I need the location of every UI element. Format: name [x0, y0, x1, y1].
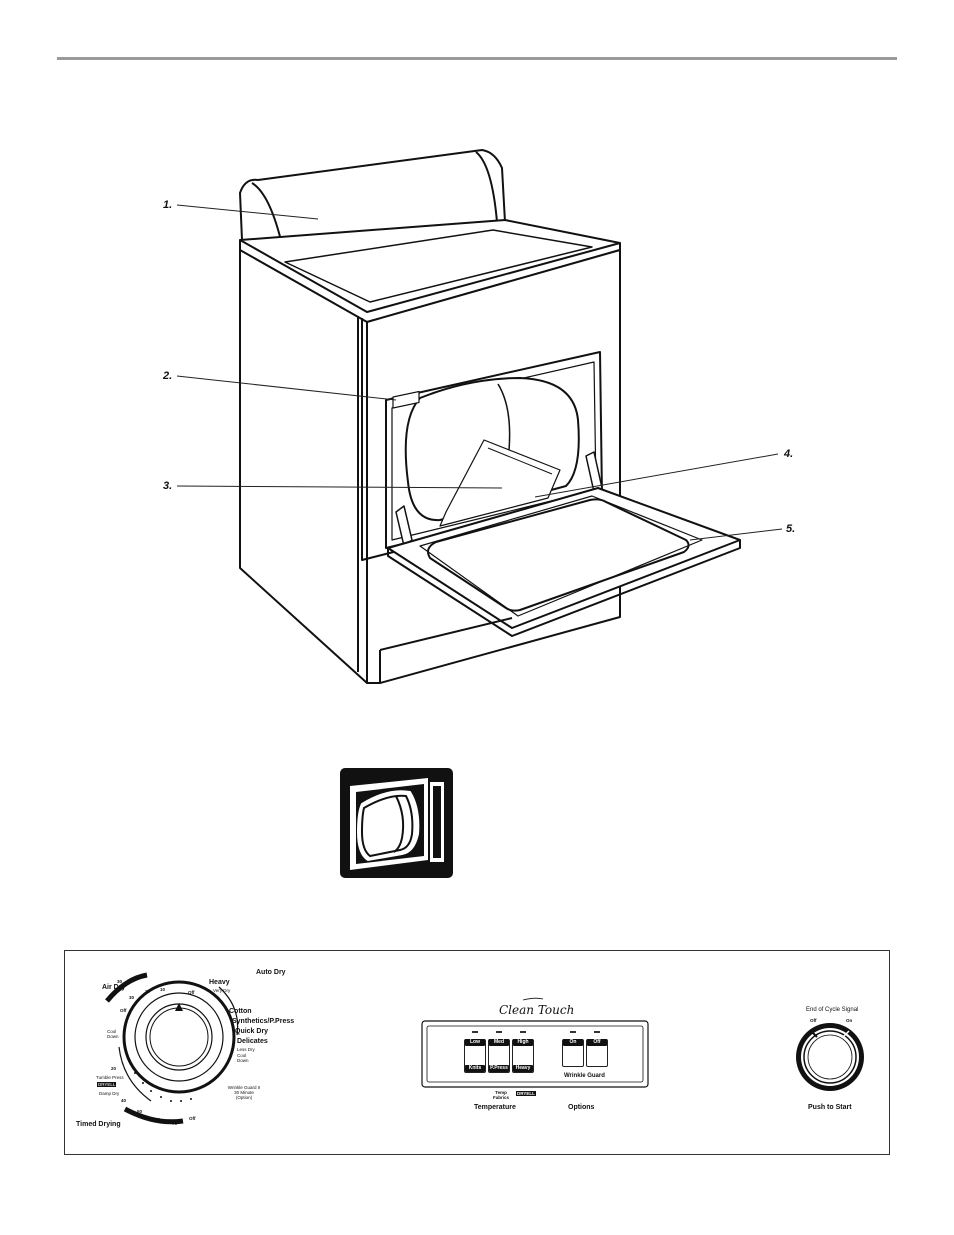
- push-to-start-label: Push to Start: [808, 1104, 852, 1111]
- wrinkle-on-label: On: [563, 1039, 583, 1046]
- temp-knits-label: Knits: [465, 1065, 485, 1072]
- wrinkle-guard-note: Wrinkle Guard II 30 Minute (Option): [227, 1085, 261, 1100]
- header-rule: [57, 57, 897, 60]
- tick-70: 70: [172, 1121, 178, 1126]
- cycle-dial-knob[interactable]: [124, 982, 234, 1092]
- heavy-label: Heavy: [209, 979, 230, 986]
- options-label: Options: [568, 1104, 595, 1111]
- temp-high-button[interactable]: High Heavy: [512, 1039, 534, 1073]
- tick-20b: 20: [111, 1066, 117, 1071]
- temp-med-led: [496, 1031, 502, 1033]
- control-panel: Auto Dry Air Dry Heavy Very Dry Off 10 2…: [64, 950, 890, 1155]
- wrinkle-off-led: [594, 1031, 600, 1033]
- auto-dry-label: Auto Dry: [256, 969, 286, 976]
- tumble-press-label: Tumble Press: [96, 1075, 124, 1080]
- temp-fabrics-label: Temp Fabrics: [492, 1090, 509, 1100]
- dryer-illustration: [176, 149, 783, 684]
- damp-dry-label: Damp Dry: [99, 1091, 120, 1096]
- temp-med-label: Med: [489, 1039, 509, 1046]
- off-bottom-label: Off: [189, 1116, 196, 1121]
- dryer-drum-icon: [340, 768, 453, 878]
- tick-30b: 30: [117, 979, 123, 984]
- temp-low-led: [472, 1031, 478, 1033]
- end-of-cycle-signal-label: End of Cycle Signal: [806, 1007, 859, 1013]
- temp-high-label: High: [513, 1039, 533, 1046]
- tick-10: 10: [160, 987, 166, 992]
- callout-2: 2.: [163, 370, 173, 382]
- synthetics-label: Synthetics/P.Press: [232, 1018, 295, 1025]
- callout-4: 4.: [784, 448, 794, 460]
- temperature-label: Temperature: [474, 1104, 516, 1111]
- temp-ppress-label: P.Press: [489, 1065, 509, 1072]
- wrinkle-off-label: Off: [587, 1039, 607, 1046]
- callout-1: 1.: [163, 199, 173, 211]
- dryell-badge-left: DRYELL: [97, 1082, 117, 1087]
- brand-logo: Clean Touch: [499, 1003, 575, 1017]
- temp-med-button[interactable]: Med P.Press: [488, 1039, 510, 1073]
- tick-40: 40: [121, 1098, 127, 1103]
- timed-drying-label: Timed Drying: [76, 1121, 121, 1128]
- callout-5: 5.: [786, 523, 796, 535]
- temp-high-led: [520, 1031, 526, 1033]
- wrinkle-guard-label: Wrinkle Guard: [564, 1073, 605, 1079]
- quick-dry-label: Quick Dry: [235, 1028, 269, 1035]
- tick-30a: 30: [129, 995, 135, 1000]
- dryell-badge: DRYELL: [516, 1091, 536, 1096]
- cotton-label: Cotton: [229, 1008, 252, 1015]
- tick-50: 50: [137, 1109, 143, 1114]
- callout-3: 3.: [163, 480, 173, 492]
- tick-60: 60: [155, 1117, 161, 1122]
- temp-low-button[interactable]: Low Knits: [464, 1039, 486, 1073]
- cool-down-left-label: Cool Down: [107, 1029, 119, 1039]
- cycle-dial-graphic: [105, 972, 864, 1125]
- wrinkle-on-led: [570, 1031, 576, 1033]
- wrinkle-off-button[interactable]: Off: [586, 1039, 608, 1067]
- cool-down-right-label: Cool Down: [237, 1053, 249, 1063]
- signal-on-label: On: [846, 1018, 853, 1023]
- off-top-label: Off: [188, 990, 195, 995]
- air-dry-label: Air Dry: [102, 984, 126, 991]
- delicates-label: Delicates: [237, 1038, 268, 1045]
- off-left-label: Off: [120, 1008, 127, 1013]
- end-of-cycle-signal-knob[interactable]: [796, 1023, 864, 1091]
- signal-off-label: Off: [810, 1018, 817, 1023]
- very-dry-label: Very Dry: [213, 988, 231, 993]
- less-dry-label: Less Dry: [237, 1047, 255, 1052]
- temp-heavy-label: Heavy: [513, 1065, 533, 1072]
- wrinkle-on-button[interactable]: On: [562, 1039, 584, 1067]
- temp-low-label: Low: [465, 1039, 485, 1046]
- tick-20a: 20: [145, 989, 151, 994]
